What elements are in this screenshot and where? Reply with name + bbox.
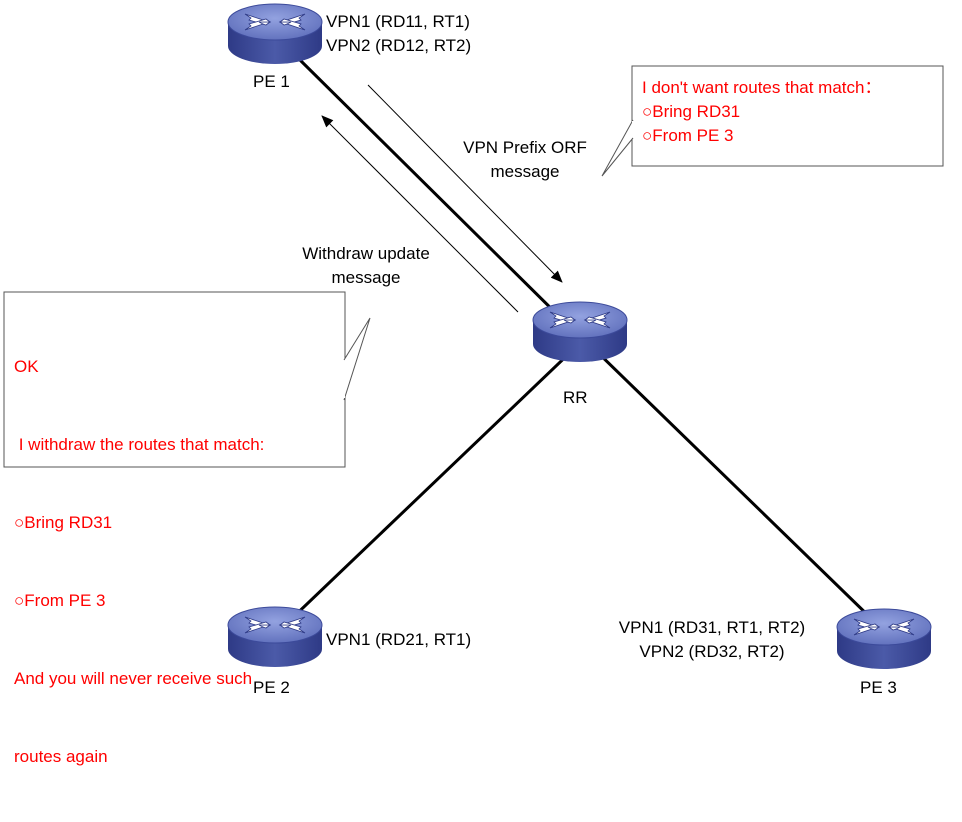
callout-left-line-1: OK [14, 357, 39, 376]
callout-left-line-4: ○From PE 3 [14, 591, 106, 610]
link-pe1-rr [298, 58, 580, 337]
router-pe1-icon[interactable] [227, 3, 323, 65]
link-rr-pe3 [588, 343, 880, 627]
pe3-vpn-1: VPN1 (RD31, RT1, RT2) [618, 618, 806, 637]
rr-name: RR [563, 388, 588, 407]
pe1-name: PE 1 [253, 72, 290, 91]
link-rr-pe2 [283, 343, 580, 627]
callout-left-line-5: And you will never receive such [14, 669, 253, 688]
callout-left-line-3: ○Bring RD31 [14, 513, 113, 532]
callout-right-line-3: ○From PE 3 [642, 126, 734, 145]
pe3-vpn-list: VPN1 (RD31, RT1, RT2) VPN2 (RD32, RT2) [592, 616, 832, 664]
callout-left-text: OK I withdraw the routes that match: ○Br… [14, 302, 264, 822]
router-pe3-icon[interactable] [836, 608, 932, 670]
callout-left-box [3, 291, 371, 468]
withdraw-message-label: Withdraw update message [286, 242, 446, 290]
diagram-svg [3, 3, 944, 670]
pe1-vpn-list: VPN1 (RD11, RT1) VPN2 (RD12, RT2) [326, 10, 471, 58]
pe3-name: PE 3 [860, 678, 897, 697]
router-rr-icon[interactable] [532, 301, 628, 363]
orf-message-line-2: message [490, 162, 560, 181]
pe2-vpn-1: VPN1 (RD21, RT1) [326, 630, 472, 649]
callout-right-text: I don't want routes that match： ○Bring R… [642, 76, 881, 148]
withdraw-message-line-1: Withdraw update [302, 244, 430, 263]
callout-right-line-1: I don't want routes that match： [642, 78, 882, 97]
pe2-vpn-list: VPN1 (RD21, RT1) [326, 628, 471, 652]
orf-message-label: VPN Prefix ORF message [445, 136, 605, 184]
pe1-vpn-2: VPN2 (RD12, RT2) [326, 36, 472, 55]
pe3-vpn-2: VPN2 (RD32, RT2) [639, 642, 785, 661]
callout-left-line-6: routes again [14, 747, 108, 766]
diagram-canvas: PE 1 RR PE 2 PE 3 VPN1 (RD11, RT1) VPN2 … [3, 3, 944, 766]
orf-message-line-1: VPN Prefix ORF [463, 138, 587, 157]
pe2-name: PE 2 [253, 678, 290, 697]
orf-message-arrow [367, 84, 563, 283]
callout-left-line-2: I withdraw the routes that match: [14, 435, 265, 454]
pe1-vpn-1: VPN1 (RD11, RT1) [326, 12, 470, 31]
withdraw-message-line-2: message [331, 268, 401, 287]
callout-right-line-2: ○Bring RD31 [642, 102, 741, 121]
callout-right-box [601, 65, 944, 177]
withdraw-message-arrow [321, 115, 519, 313]
